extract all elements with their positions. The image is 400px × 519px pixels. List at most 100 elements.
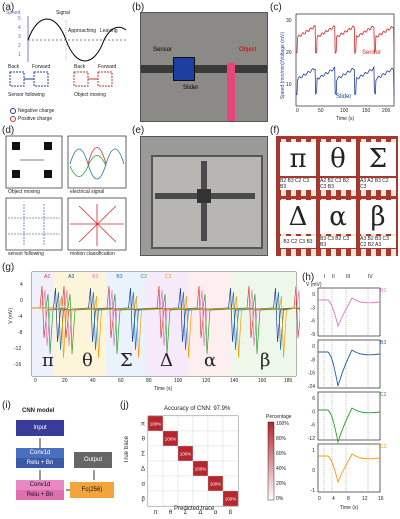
legend-c2: C2: [140, 274, 147, 280]
code-delta: B3 C2 C3 B3: [280, 236, 316, 248]
pred-class-label: α: [214, 510, 218, 514]
panel-g-xtick: 0: [34, 378, 37, 384]
phase-iii: III: [346, 274, 351, 280]
panel-g-xtick: 160: [258, 378, 267, 384]
speed-tick: 1: [18, 52, 21, 58]
panel-g-xtick: 20: [62, 378, 68, 384]
panel-h-ylabel: V (mV): [306, 282, 322, 288]
legend-b3: B3: [116, 274, 123, 280]
matrix-cell: [192, 475, 209, 492]
panel-g-xtick: 140: [230, 378, 239, 384]
sensor-following-caption: sensor following: [8, 251, 44, 257]
h-ytick: 0: [312, 409, 315, 415]
conv1d-block-2: Conv1d: [16, 480, 64, 490]
panel-g-xtick: 80: [146, 378, 152, 384]
sensor-following-label: Sensor following: [8, 92, 45, 98]
h-ytick: 0: [312, 468, 315, 474]
colorbar-tick: 60%: [276, 451, 287, 457]
trace-name-b3: B3: [380, 340, 387, 346]
matrix-cell: [222, 475, 239, 492]
panel-c-xlabel: Time (s): [336, 116, 355, 122]
symbol-theta: θ: [320, 142, 356, 176]
matrix-cell: [222, 430, 239, 447]
diag-value: 100%: [195, 467, 207, 472]
matrix-cell: [222, 415, 239, 432]
true-class-label: Σ: [141, 452, 145, 458]
panel-g-xtick: 60: [118, 378, 124, 384]
multi-channel-voltage-plot: [31, 271, 308, 377]
matrix-cell: [147, 430, 164, 447]
trace-name-c3: C3: [380, 444, 387, 450]
matrix-cell: [177, 475, 194, 492]
matrix-cell: [162, 445, 179, 462]
g-symbol-sigma: Σ: [120, 350, 133, 371]
slider-legend: Slider: [336, 94, 352, 100]
slider-photo-label: Slider: [183, 85, 199, 91]
legend-b2: B2: [92, 274, 99, 280]
matrix-cell: [177, 460, 194, 477]
legend-a2: A2: [44, 274, 51, 280]
conv1d-block-1: Conv1d: [16, 448, 64, 458]
panel-c: Speed (mm/min)/Voltage (mV) 30 20 10 0 5…: [278, 10, 398, 124]
trace-c3: [32, 295, 297, 359]
colorbar-tick: 40%: [276, 466, 287, 472]
g-symbol-pi: π: [42, 350, 54, 371]
matrix-cell: [192, 490, 209, 507]
h-xtick: 4: [332, 496, 335, 502]
matrix-cell: [222, 460, 239, 477]
colorbar-tick: 20%: [276, 481, 287, 487]
region-approaching: Approaching: [68, 28, 97, 34]
speed-tick: 2: [18, 43, 21, 49]
h-ytick: -6: [311, 319, 316, 325]
panel-label-h: (h): [302, 272, 315, 283]
forward-label-1: Forward: [32, 64, 51, 70]
h-trace-c3: [318, 453, 381, 484]
panel-label-a: (a): [2, 2, 15, 13]
panel-b-photo: Sensor Object Slider: [140, 12, 268, 122]
signal-title: Signal: [56, 10, 70, 16]
symbol-alpha: α: [320, 200, 356, 234]
true-class-label: θ: [142, 437, 146, 443]
h-ytick: -3: [311, 305, 316, 311]
h-ytick: -8: [311, 357, 316, 363]
colorbar-tick: 0%: [276, 496, 284, 502]
confusion-title: Accuracy of CNN: 97.9%: [164, 406, 231, 412]
panel-g-ylabel: V (mV): [8, 308, 14, 324]
output-block: Output: [74, 452, 112, 468]
h-xtick: 0: [318, 496, 321, 502]
diag-value: 100%: [225, 497, 237, 502]
h-axes-b2: [317, 287, 381, 337]
panel-label-f: (f): [270, 125, 280, 136]
panel-c-xtick: 0: [296, 108, 299, 114]
back-label-1: Back: [8, 64, 20, 70]
matrix-cell: [192, 445, 209, 462]
code-theta: A2 B2 C3 B2 C3 B3: [320, 178, 356, 190]
panel-g-ytick: -8: [18, 330, 23, 336]
matrix-cell: [147, 460, 164, 477]
pred-class-label: β: [229, 510, 233, 514]
h-axes-c2: [317, 391, 381, 441]
sensor-series: [295, 25, 395, 55]
matrix-cell: [147, 475, 164, 492]
panel-g-legend: A2 A3 B2 B3 C2 C3: [44, 274, 171, 280]
speed-tick: 5: [18, 16, 21, 22]
h-axes-b3: [317, 339, 381, 389]
panel-c-xtick: 100: [340, 108, 349, 114]
panel-g-xtick: 120: [202, 378, 211, 384]
true-class-label: α: [142, 482, 146, 488]
code-alpha: B3 C3 B2 C3 B3: [320, 236, 356, 248]
cnn-title: CNN model: [22, 408, 55, 414]
panel-g: V (mV) 4 0 -4 -8 -12 -16 0 20 40 60 80 1…: [4, 268, 308, 396]
h-ytick: -6: [311, 423, 316, 429]
object-strip: [227, 63, 235, 121]
h-ytick: -9: [311, 332, 316, 338]
colorbar-tick: 80%: [276, 436, 287, 442]
diag-value: 100%: [210, 482, 222, 487]
phase-iv: IV: [368, 274, 373, 280]
matrix-cell: [192, 430, 209, 447]
matrix-cell: [162, 415, 179, 432]
h-ytick: 1: [312, 448, 315, 454]
forward-label-2: Forward: [98, 64, 117, 70]
